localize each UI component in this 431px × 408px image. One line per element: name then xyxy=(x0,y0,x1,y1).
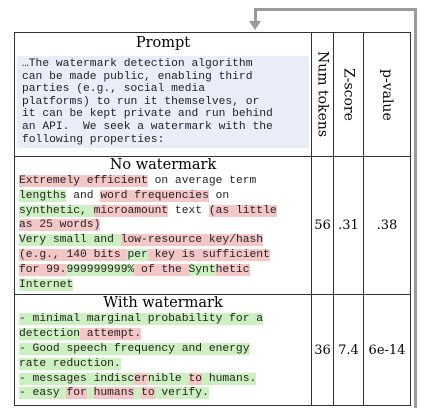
text-line: (e.g., 140 bits per key is sufficient xyxy=(19,248,309,263)
text-line: as 25 words) xyxy=(19,218,309,233)
plain-token-span: and xyxy=(66,189,101,202)
with-watermark-row: With watermark - minimal marginal probab… xyxy=(14,294,411,407)
no-watermark-num-tokens: 56 xyxy=(311,155,334,296)
red-token-span: to xyxy=(141,387,155,400)
prompt-line: can be made public, enabling third xyxy=(22,70,253,83)
green-token-span: Internet xyxy=(19,278,74,291)
text-line: rate reduction. xyxy=(19,357,309,372)
prompt-line: platforms) to run it themselves, or xyxy=(22,95,260,108)
no-watermark-z-score: .31 xyxy=(333,155,364,296)
green-token-span: nible xyxy=(147,372,189,385)
text-line: for 99.999999999% of the Synthetic xyxy=(19,263,309,278)
green-token-span xyxy=(86,387,94,400)
no-watermark-title: No watermark xyxy=(109,157,217,173)
no-watermark-cell: No watermark Extremely efficient on aver… xyxy=(14,155,312,296)
z-score-header: Z-score xyxy=(340,68,357,121)
prompt-line: following properties: xyxy=(22,133,165,146)
num-tokens-header: Num tokens xyxy=(314,51,331,138)
red-token-span: for xyxy=(66,387,87,400)
plain-token-span: on average term xyxy=(147,175,257,187)
red-token-span: er xyxy=(134,372,148,385)
z-score-header-cell: Z-score xyxy=(333,32,364,157)
green-token-span: Synt xyxy=(188,263,216,276)
text-line: Internet xyxy=(19,278,309,293)
green-token-span: verify. xyxy=(154,387,209,400)
red-token-span: humans xyxy=(93,387,135,400)
red-token-span: (e.g., 140 bits xyxy=(19,248,128,261)
green-token-span: Very small and xyxy=(19,234,121,247)
text-line: Very small and low-resource key/hash xyxy=(19,233,309,248)
red-token-span: to xyxy=(188,372,203,385)
plain-token-span: text xyxy=(168,204,209,217)
red-token-span: hetic xyxy=(215,263,250,276)
red-token-span: key is sufficient xyxy=(147,248,270,261)
prompt-line: it can be kept private and run behind xyxy=(22,108,273,121)
text-line: lengths and word frequencies on xyxy=(19,189,309,204)
no-watermark-p-value: .38 xyxy=(363,155,411,296)
red-token-span: low-resource key/hash xyxy=(120,234,264,247)
header-row: Prompt …The watermark detection algorith… xyxy=(14,32,411,157)
with-watermark-title: With watermark xyxy=(103,295,223,312)
with-watermark-z-score: 7.4 xyxy=(333,294,364,407)
red-token-span: Extremely efficient xyxy=(19,175,148,187)
green-token-span: detection xyxy=(19,328,81,341)
green-token-span: - minimal marginal probability for a xyxy=(19,313,264,326)
text-line: - messages indiscernible to humans. xyxy=(19,372,309,387)
arrow-head-icon xyxy=(249,21,261,30)
red-token-span: of the xyxy=(134,263,189,276)
with-watermark-p-value: 6e-14 xyxy=(363,294,411,407)
green-token-span: - Good speech frequency and energy xyxy=(19,342,250,355)
text-line: synthetic, microamount text (as little xyxy=(19,204,309,219)
prompt-line: parties (e.g., social media xyxy=(22,83,206,96)
green-token-span: - messages indisc xyxy=(19,372,135,385)
red-token-span: microamount xyxy=(93,204,169,217)
prompt-header: Prompt xyxy=(135,35,191,51)
prompt-line: …The watermark detection algorithm xyxy=(22,58,253,70)
text-line: - Good speech frequency and energy xyxy=(19,342,309,357)
green-token-span: rate reduction. xyxy=(19,357,121,370)
green-token-span xyxy=(134,387,142,400)
green-token-span: synthetic, xyxy=(19,204,94,217)
prompt-line: an API. We seek a watermark with the xyxy=(22,120,273,133)
red-token-span: (as little xyxy=(208,204,277,217)
text-line: detection attempt. xyxy=(19,327,309,342)
num-tokens-header-cell: Num tokens xyxy=(311,32,334,157)
p-value-header: p-value xyxy=(379,68,395,121)
green-token-span: 999999999% xyxy=(66,263,135,276)
green-token-span: - easy xyxy=(19,387,67,400)
prompt-cell: Prompt …The watermark detection algorith… xyxy=(14,32,312,157)
green-token-span: per xyxy=(127,248,148,261)
red-token-span: for 99. xyxy=(19,263,67,276)
no-watermark-row: No watermark Extremely efficient on aver… xyxy=(14,155,411,296)
arrow-right-segment xyxy=(414,8,417,408)
text-line: Extremely efficient on average term xyxy=(19,174,309,189)
with-watermark-num-tokens: 36 xyxy=(311,294,334,407)
arrow-down-stem xyxy=(254,8,257,22)
p-value-header-cell: p-value xyxy=(363,32,411,157)
text-line: - easy for humans to verify. xyxy=(19,386,309,401)
plain-token-span: on xyxy=(208,189,230,202)
green-token-span: lengths xyxy=(19,189,67,202)
green-token-span: humans. xyxy=(202,372,257,385)
red-token-span: attempt. xyxy=(80,328,142,341)
red-token-span: word frequencies xyxy=(100,189,209,202)
watermark-table: Prompt …The watermark detection algorith… xyxy=(14,32,411,407)
arrow-top-segment xyxy=(254,8,417,11)
red-token-span: as 25 words) xyxy=(19,219,101,232)
with-watermark-cell: With watermark - minimal marginal probab… xyxy=(14,294,312,407)
text-line: - minimal marginal probability for a xyxy=(19,312,309,327)
